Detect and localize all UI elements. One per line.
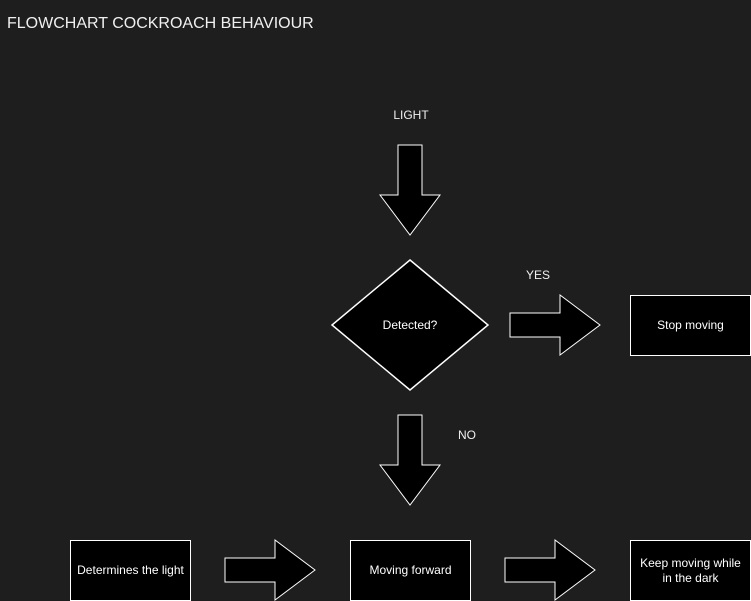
yes-label: YES bbox=[525, 268, 551, 282]
moving-forward-text: Moving forward bbox=[369, 563, 452, 577]
determines-light-box: Determines the light bbox=[70, 540, 191, 601]
stop-moving-text: Stop moving bbox=[657, 318, 724, 332]
keep-moving-box: Keep moving while in the dark bbox=[630, 540, 751, 601]
light-label: LIGHT bbox=[393, 108, 429, 122]
keep-moving-text: Keep moving while in the dark bbox=[640, 555, 741, 585]
decision-text: Detected? bbox=[382, 318, 438, 332]
moving-forward-box: Moving forward bbox=[350, 540, 471, 601]
diagram-title: FLOWCHART COCKROACH BEHAVIOUR bbox=[7, 15, 314, 32]
determines-light-text: Determines the light bbox=[77, 563, 184, 577]
no-label: NO bbox=[458, 428, 476, 442]
stop-moving-box: Stop moving bbox=[630, 295, 751, 356]
